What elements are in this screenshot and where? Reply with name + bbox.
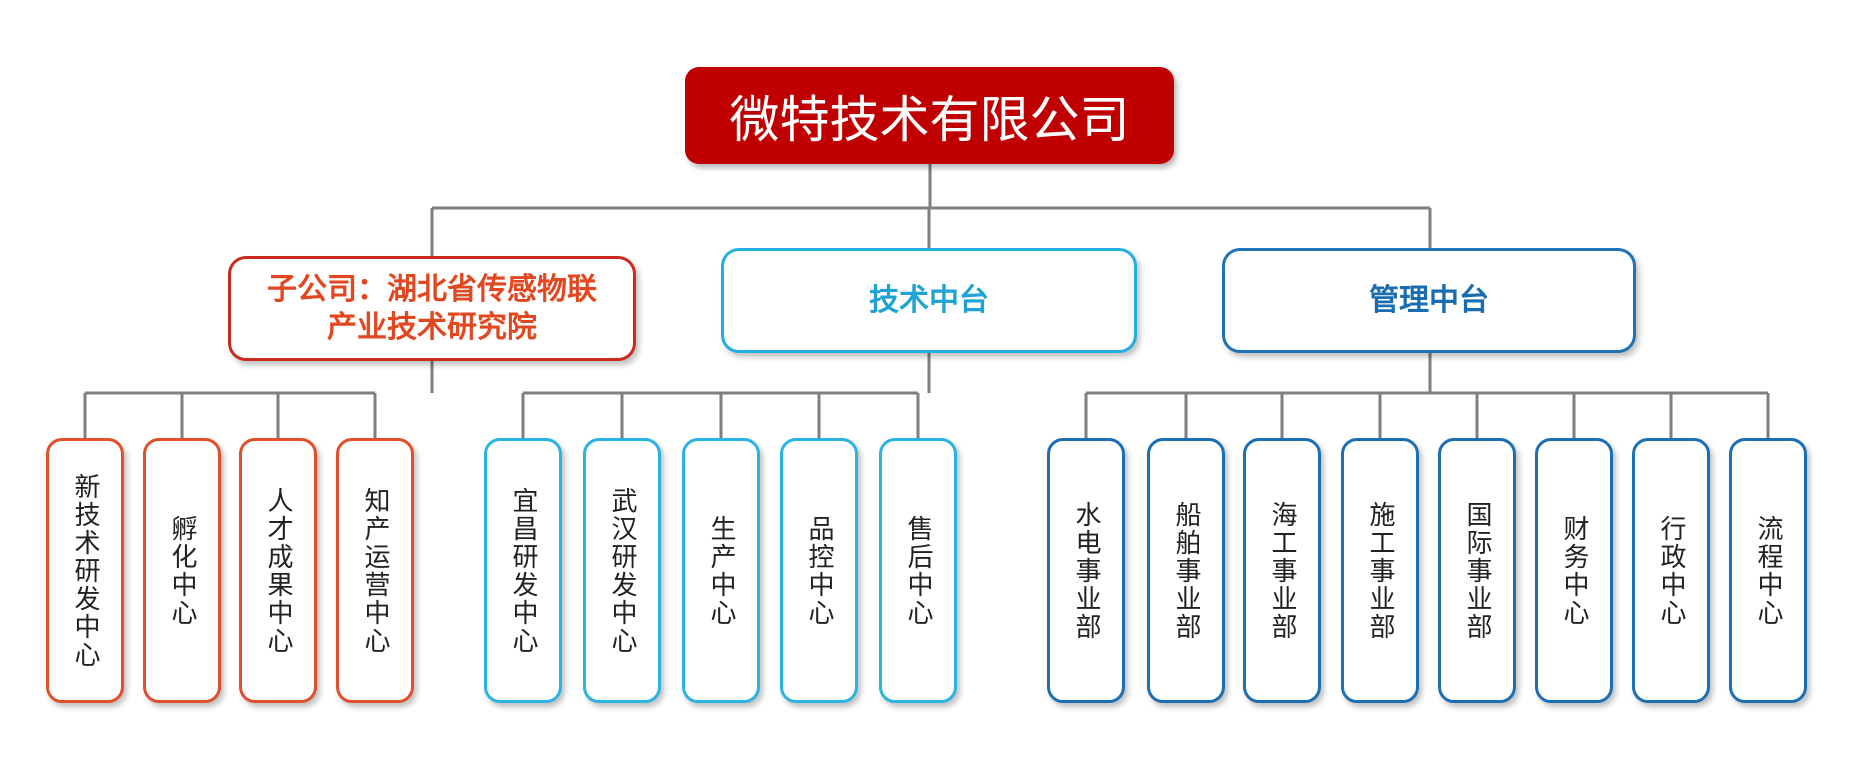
root-node: 微特技术有限公司 [685, 67, 1174, 164]
leaf-label: 海工事业部 [1267, 500, 1297, 641]
leaf-label: 行政中心 [1656, 514, 1686, 627]
root-label: 微特技术有限公司 [729, 90, 1130, 149]
leaf-node: 行政中心 [1632, 438, 1710, 703]
leaf-node: 品控中心 [780, 438, 858, 703]
branch-tech-platform: 技术中台 [721, 248, 1137, 353]
branch-subsidiary-label-line1: 子公司：湖北省传感物联 [267, 271, 597, 307]
leaf-label: 孵化中心 [167, 514, 197, 627]
branch-subsidiary-label-line2: 产业技术研究院 [327, 309, 537, 345]
branch-subsidiary: 子公司：湖北省传感物联 产业技术研究院 [228, 256, 636, 361]
leaf-label: 知产运营中心 [360, 486, 390, 655]
leaf-node: 施工事业部 [1341, 438, 1419, 703]
branch-management-platform-label: 管理中台 [1369, 282, 1489, 318]
leaf-node: 国际事业部 [1438, 438, 1516, 703]
leaf-label: 国际事业部 [1462, 500, 1492, 641]
leaf-label: 流程中心 [1753, 514, 1783, 627]
leaf-label: 船舶事业部 [1171, 500, 1201, 641]
leaf-label: 财务中心 [1559, 514, 1589, 627]
leaf-node: 水电事业部 [1047, 438, 1125, 703]
leaf-label: 售后中心 [903, 514, 933, 627]
leaf-node: 海工事业部 [1243, 438, 1321, 703]
leaf-label: 武汉研发中心 [607, 486, 637, 655]
branch-management-platform: 管理中台 [1222, 248, 1636, 353]
leaf-label: 人才成果中心 [263, 486, 293, 655]
leaf-node: 财务中心 [1535, 438, 1613, 703]
leaf-node: 武汉研发中心 [583, 438, 661, 703]
branch-tech-platform-label: 技术中台 [869, 282, 989, 318]
leaf-label: 生产中心 [706, 514, 736, 627]
leaf-node: 售后中心 [879, 438, 957, 703]
leaf-node: 知产运营中心 [336, 438, 414, 703]
leaf-label: 施工事业部 [1365, 500, 1395, 641]
leaf-node: 新技术研发中心 [46, 438, 124, 703]
leaf-node: 宜昌研发中心 [484, 438, 562, 703]
leaf-node: 人才成果中心 [239, 438, 317, 703]
leaf-label: 新技术研发中心 [70, 472, 100, 669]
leaf-label: 宜昌研发中心 [508, 486, 538, 655]
leaf-node: 孵化中心 [143, 438, 221, 703]
leaf-node: 船舶事业部 [1147, 438, 1225, 703]
leaf-label: 水电事业部 [1071, 500, 1101, 641]
leaf-label: 品控中心 [804, 514, 834, 627]
leaf-node: 生产中心 [682, 438, 760, 703]
leaf-node: 流程中心 [1729, 438, 1807, 703]
